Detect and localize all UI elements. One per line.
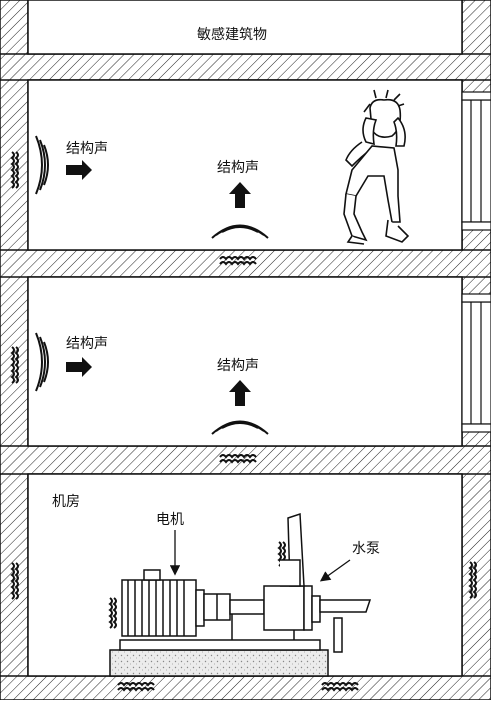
machine-base (109, 639, 329, 677)
structure-sound-label-upper-center: 结构声 (217, 160, 259, 176)
machine-room-label: 机房 (52, 494, 80, 510)
vibration-icon (321, 682, 359, 687)
sound-wave-icon (211, 224, 269, 239)
vibration-icon (117, 687, 155, 692)
person-covering-ears-icon (343, 89, 410, 245)
motor-label: 电机 (156, 512, 184, 528)
sensitive-building-room (27, 0, 463, 55)
vibration-icon (10, 346, 15, 384)
sound-wave-icon (35, 332, 49, 392)
pump-label: 水泵 (352, 541, 380, 557)
pump-icon (229, 512, 372, 653)
sound-wave-icon (35, 135, 49, 195)
vibration-icon (10, 562, 15, 600)
vibration-icon (108, 597, 113, 629)
vibration-icon (14, 346, 19, 384)
vibration-icon (219, 459, 257, 464)
motor-icon (121, 569, 231, 637)
vibration-icon (14, 562, 19, 600)
vibration-icon (472, 561, 477, 599)
window-icon (461, 91, 491, 231)
sound-wave-icon (211, 420, 269, 435)
arrow-icon (66, 160, 251, 406)
vibration-icon (14, 151, 19, 189)
top-room-label: 敏感建筑物 (197, 27, 267, 43)
vibration-icon (10, 151, 15, 189)
vibration-icon (219, 256, 257, 261)
vibration-icon (219, 454, 257, 459)
vibration-icon (117, 682, 155, 687)
vibration-icon (468, 561, 473, 599)
window-icon (461, 293, 491, 433)
vibration-icon (112, 597, 117, 629)
pump-leader-line (319, 559, 351, 582)
vibration-icon (219, 261, 257, 266)
middle-floor-room (27, 276, 463, 447)
structure-sound-label-middle-left: 结构声 (66, 336, 108, 352)
structure-sound-label-upper-left: 结构声 (66, 141, 108, 157)
structure-sound-label-middle-center: 结构声 (217, 358, 259, 374)
vibration-icon (321, 687, 359, 692)
